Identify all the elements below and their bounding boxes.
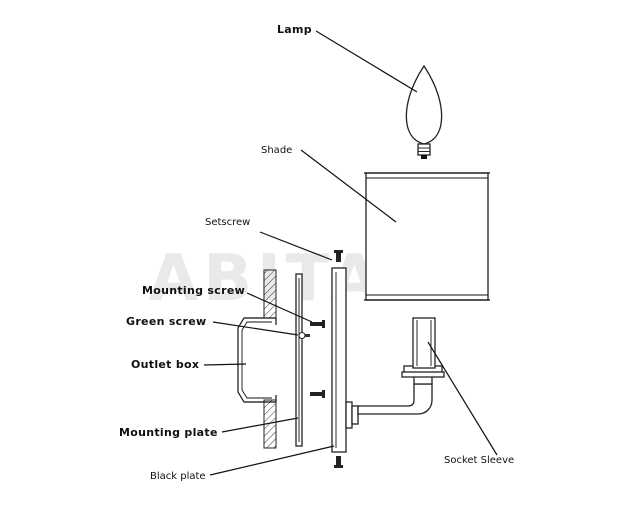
label-mounting-screw: Mounting screw	[142, 284, 245, 297]
label-shade: Shade	[261, 145, 292, 156]
wall-section	[263, 269, 277, 449]
shade	[364, 172, 490, 301]
fixture-arm	[345, 371, 433, 429]
black-plate	[331, 267, 347, 453]
label-mounting-plate: Mounting plate	[119, 426, 218, 439]
socket-sleeve	[412, 317, 436, 369]
outlet-box	[237, 317, 277, 403]
label-green-screw: Green screw	[126, 315, 206, 328]
label-socket-sleeve: Socket Sleeve	[444, 455, 514, 466]
mounting-screw-lower	[310, 390, 325, 398]
setscrew-top	[334, 250, 343, 262]
label-setscrew: Setscrew	[205, 217, 250, 228]
mounting-plate	[295, 273, 303, 447]
label-lamp: Lamp	[277, 23, 312, 36]
mounting-screw-upper	[310, 320, 325, 328]
leader-lines	[203, 30, 498, 476]
label-outlet-box: Outlet box	[131, 358, 199, 371]
lamp-bulb	[405, 64, 443, 159]
label-black-plate: Black plate	[150, 471, 206, 482]
green-screw	[298, 332, 310, 339]
setscrew-bottom	[334, 456, 343, 468]
